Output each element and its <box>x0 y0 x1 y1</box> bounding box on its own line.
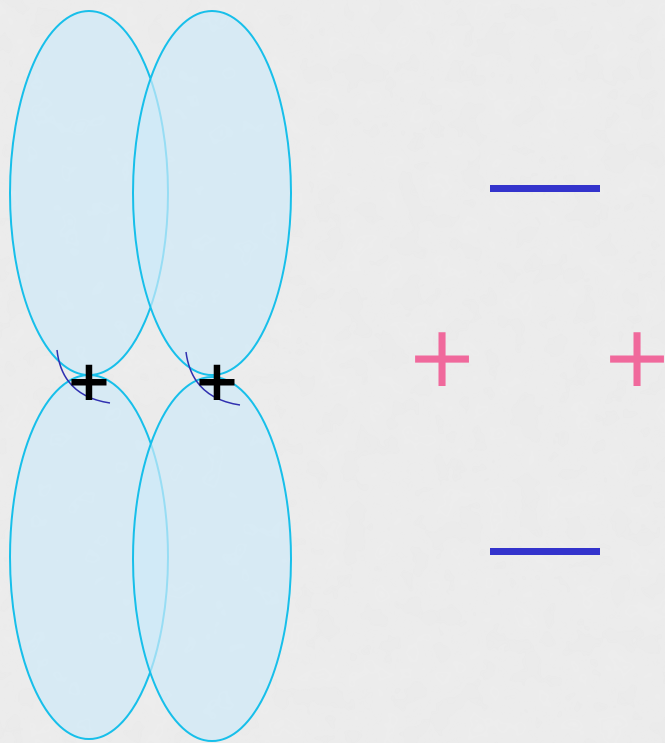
plus-sign-right-left: + <box>406 307 478 407</box>
nucleus-plus-right: + <box>194 349 241 414</box>
lobe-lower-right <box>133 377 291 741</box>
plus-sign-right-right: + <box>601 307 665 407</box>
minus-bar-top <box>490 185 600 192</box>
nucleus-plus-left: + <box>66 349 113 414</box>
lobe-upper-right <box>133 11 291 375</box>
minus-bar-bottom <box>490 548 600 555</box>
